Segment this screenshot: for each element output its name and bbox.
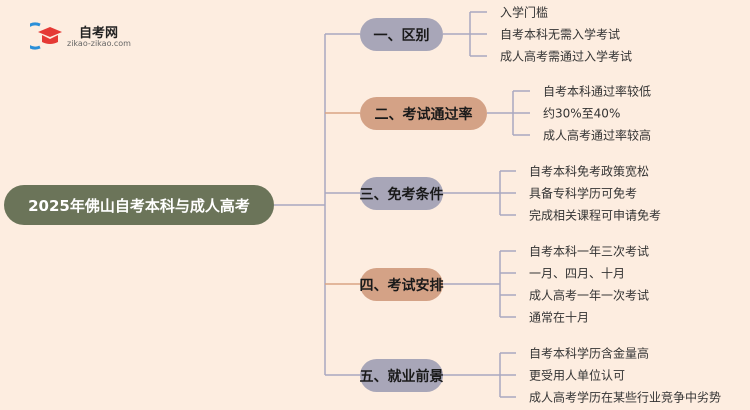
leaf-item: 成人高考需通过入学考试 <box>500 49 633 64</box>
leaf-item: 成人高考通过率较高 <box>543 128 652 143</box>
branch-pass-rate[interactable]: 二、考试通过率 <box>360 97 487 130</box>
branch-employment[interactable]: 五、就业前景 <box>360 359 444 392</box>
leaf-item: 具备专科学历可免考 <box>529 186 638 201</box>
leaf-item: 自考本科无需入学考试 <box>500 27 621 42</box>
branch-schedule[interactable]: 四、考试安排 <box>360 268 444 301</box>
branch-difference[interactable]: 一、区别 <box>360 18 443 51</box>
leaf-item: 入学门槛 <box>500 5 549 20</box>
central-topic[interactable]: 2025年佛山自考本科与成人高考 <box>4 185 274 225</box>
leaf-item: 自考本科学历含金量高 <box>529 346 650 361</box>
leaf-item: 更受用人单位认可 <box>529 368 626 383</box>
leaf-item: 约30%至40% <box>543 106 621 121</box>
leaf-item: 完成相关课程可申请免考 <box>529 208 662 223</box>
logo-mortarboard-icon <box>30 22 62 50</box>
leaf-item: 通常在十月 <box>529 310 590 325</box>
logo-url: zikao-zikao.com <box>67 39 131 48</box>
leaf-item: 成人高考学历在某些行业竞争中劣势 <box>529 390 722 405</box>
leaf-item: 一月、四月、十月 <box>529 266 626 281</box>
logo-title: 自考网 <box>79 26 119 41</box>
leaf-item: 成人高考一年一次考试 <box>529 288 650 303</box>
leaf-item: 自考本科一年三次考试 <box>529 244 650 259</box>
leaf-item: 自考本科通过率较低 <box>543 84 652 99</box>
branch-exemption[interactable]: 三、免考条件 <box>360 177 444 210</box>
leaf-item: 自考本科免考政策宽松 <box>529 164 650 179</box>
